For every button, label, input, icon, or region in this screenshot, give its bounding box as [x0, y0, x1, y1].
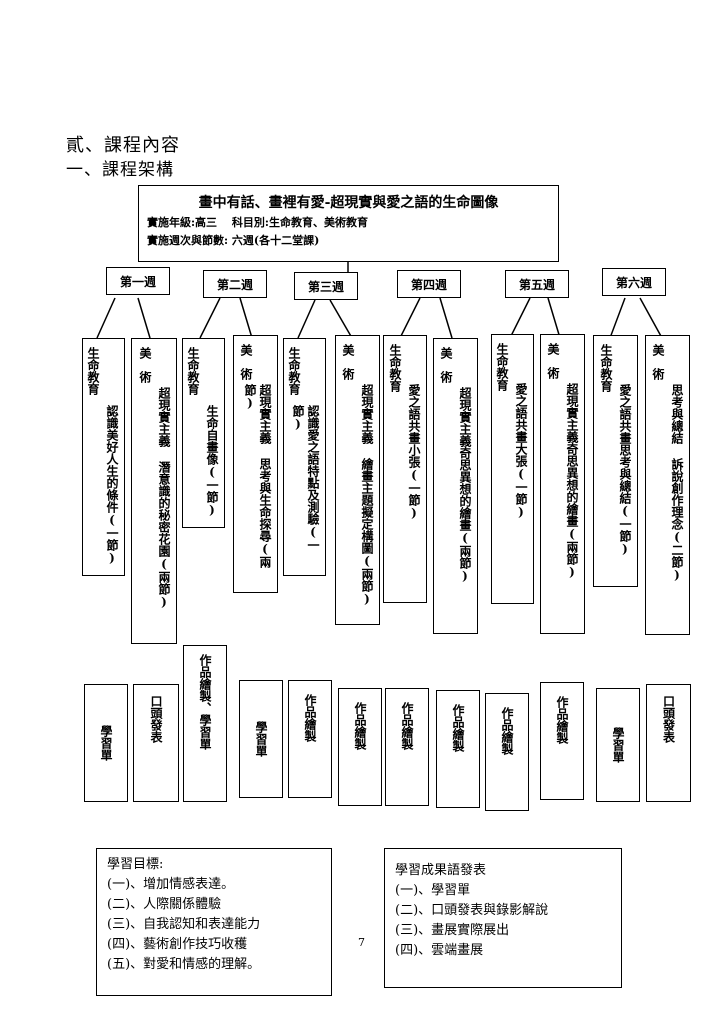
lesson-box: 美 術 思考與總結 訴說創作理念(二節)	[645, 335, 690, 635]
lesson-topic: 生命自畫像(一節)	[205, 405, 219, 517]
learning-result-item: (四)、雲端畫展	[395, 943, 484, 958]
lesson-subject: 美 術	[341, 344, 355, 380]
output-box: 學習單	[84, 684, 128, 802]
output-label: 作品繪製、學習單	[198, 653, 212, 750]
output-box: 作品繪製	[540, 682, 584, 800]
course-schedule: 實施週次與節數: 六週(各十二堂課)	[147, 234, 320, 247]
output-label: 作品繪製	[400, 702, 414, 750]
lesson-box: 美 術 超現實主義 思考與生命探尋(兩節)	[233, 335, 278, 593]
lesson-subject: 美 術	[138, 347, 152, 383]
learning-goal-item: (二)、人際關係體驗	[107, 897, 222, 912]
output-label: 作品繪製	[303, 694, 317, 742]
lesson-topic: 超現實主義奇思異想的繪畫(兩節)	[458, 387, 472, 583]
learning-goal-item: (三)、自我認知和表達能力	[107, 917, 261, 932]
learning-result-item: (一)、學習單	[395, 883, 471, 898]
output-box: 作品繪製	[436, 690, 480, 808]
output-box: 學習單	[596, 688, 640, 802]
page-number: 7	[358, 936, 365, 949]
lesson-subject: 生命教育	[599, 344, 613, 392]
output-box: 學習單	[239, 680, 283, 798]
week-5: 第五週	[505, 270, 569, 298]
learning-results-title: 學習成果語發表	[395, 863, 487, 878]
learning-result-item: (三)、畫展實際展出	[395, 923, 510, 938]
output-label: 作品繪製	[500, 707, 514, 755]
lesson-box: 生命教育 愛之語共畫大張(一節)	[491, 334, 534, 604]
lesson-topic: 超現實主義奇思異想的繪畫(兩節)	[565, 383, 579, 579]
lesson-box: 美 術 超現實主義奇思異想的繪畫(兩節)	[540, 334, 585, 634]
week-4: 第四週	[397, 270, 461, 298]
lesson-subject: 美 術	[239, 344, 253, 380]
output-box: 口頭發表	[646, 684, 691, 802]
lesson-box: 生命教育 愛之語共畫思考與總結(一節)	[593, 335, 638, 587]
lesson-box: 美 術 超現實主義 潛意識的秘密花園(兩節)	[131, 338, 177, 644]
lesson-subject: 美 術	[651, 344, 665, 380]
week-2: 第二週	[203, 270, 267, 298]
learning-goal-item: (四)、藝術創作技巧收穫	[107, 937, 248, 952]
output-box: 作品繪製	[485, 693, 529, 811]
week-1: 第一週	[106, 267, 170, 295]
output-label: 學習單	[611, 727, 625, 763]
output-label: 作品繪製	[353, 702, 367, 750]
output-box: 作品繪製	[288, 680, 332, 798]
lesson-box: 生命教育 愛之語共畫小張(一節)	[383, 335, 427, 603]
lesson-subject: 生命教育	[495, 343, 509, 391]
output-box: 作品繪製	[385, 688, 429, 806]
lesson-box: 美 術 超現實主義奇思異想的繪畫(兩節)	[433, 338, 478, 634]
subsection-heading: 一、課程架構	[66, 160, 174, 180]
lesson-box: 生命教育 認識愛之語特點及測驗(一節)	[283, 338, 326, 576]
lesson-topic: 認識美好人生的條件(一節)	[105, 405, 119, 565]
output-label: 學習單	[99, 725, 113, 761]
output-box: 口頭發表	[133, 684, 179, 802]
course-title: 畫中有話、畫裡有愛-超現實與愛之語的生命圖像	[198, 195, 499, 211]
course-grade-subject: 實施年級:高三 科目別:生命教育、美術教育	[147, 216, 368, 229]
learning-goals-box: 學習目標: (一)、增加情感表達。 (二)、人際關係體驗 (三)、自我認知和表達…	[96, 848, 332, 996]
learning-result-item: (二)、口頭發表與錄影解說	[395, 903, 549, 918]
output-label: 口頭發表	[149, 695, 163, 743]
output-label: 作品繪製	[451, 704, 465, 752]
lesson-box: 生命教育 認識美好人生的條件(一節)	[82, 338, 125, 576]
lesson-topic: 超現實主義 潛意識的秘密花園(兩節)	[157, 387, 171, 609]
learning-results-box: 學習成果語發表 (一)、學習單 (二)、口頭發表與錄影解說 (三)、畫展實際展出…	[384, 848, 622, 988]
output-label: 學習單	[254, 721, 268, 757]
learning-goal-item: (一)、增加情感表達。	[107, 877, 235, 892]
lesson-subject: 生命教育	[86, 347, 100, 395]
lesson-subject: 生命教育	[388, 344, 402, 392]
week-3: 第三週	[294, 272, 358, 300]
course-title-box: 畫中有話、畫裡有愛-超現實與愛之語的生命圖像 實施年級:高三 科目別:生命教育、…	[138, 185, 559, 262]
lesson-subject: 生命教育	[186, 347, 200, 395]
lesson-subject: 美 術	[439, 347, 453, 383]
learning-goal-item: (五)、對愛和情感的理解。	[107, 957, 261, 972]
output-box: 作品繪製、學習單	[183, 645, 227, 802]
learning-goals-title: 學習目標:	[107, 857, 164, 872]
lesson-box: 生命教育 生命自畫像(一節)	[182, 338, 225, 528]
lesson-topic: 思考與總結 訴說創作理念(二節)	[670, 384, 684, 582]
output-label: 口頭發表	[661, 695, 676, 743]
lesson-topic: 愛之語共畫小張(一節)	[407, 384, 421, 520]
lesson-topic: 超現實主義 繪畫主題擬定構圖(兩節)	[360, 384, 374, 606]
lesson-topic: 認識愛之語特點及測驗(一節)	[291, 405, 320, 551]
section-heading: 貳、課程內容	[66, 135, 180, 156]
week-6: 第六週	[602, 268, 666, 296]
lesson-subject: 生命教育	[287, 347, 301, 395]
lesson-box: 美 術 超現實主義 繪畫主題擬定構圖(兩節)	[335, 335, 380, 625]
lesson-subject: 美 術	[546, 343, 560, 379]
lesson-topic: 超現實主義 思考與生命探尋(兩節)	[243, 384, 272, 568]
lesson-topic: 愛之語共畫思考與總結(一節)	[618, 384, 632, 556]
output-label: 作品繪製	[555, 696, 569, 744]
lesson-topic: 愛之語共畫大張(一節)	[514, 383, 528, 519]
output-box: 作品繪製	[338, 688, 382, 806]
